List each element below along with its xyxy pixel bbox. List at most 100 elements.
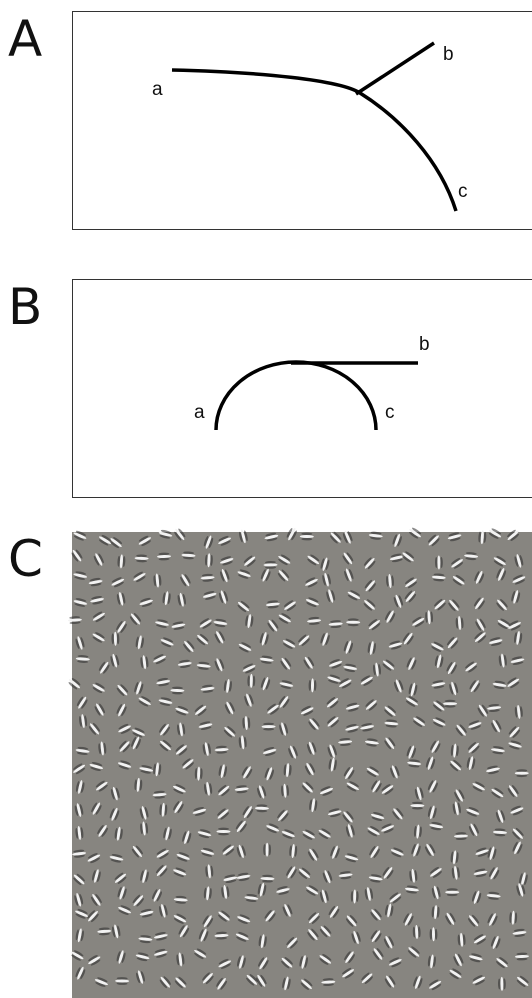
gabor-element bbox=[79, 714, 88, 729]
gabor-element bbox=[260, 874, 275, 883]
gabor-element bbox=[368, 874, 383, 883]
gabor-element bbox=[432, 717, 446, 728]
gabor-element bbox=[194, 704, 207, 716]
gabor-element bbox=[429, 866, 442, 878]
gabor-element bbox=[449, 759, 462, 772]
gabor-element bbox=[138, 535, 152, 547]
gabor-element bbox=[202, 972, 214, 985]
gabor-element bbox=[90, 595, 104, 605]
gabor-element bbox=[404, 590, 417, 603]
gabor-element bbox=[430, 740, 441, 753]
gabor-element bbox=[263, 842, 272, 857]
gabor-element bbox=[131, 736, 141, 750]
gabor-element bbox=[192, 806, 207, 816]
gabor-element bbox=[264, 532, 279, 542]
gabor-element bbox=[163, 826, 172, 841]
gabor-element bbox=[245, 614, 254, 629]
gabor-element bbox=[512, 574, 526, 585]
gabor-element bbox=[365, 699, 378, 711]
gabor-element bbox=[326, 589, 336, 603]
gabor-element bbox=[73, 571, 88, 580]
gabor-element bbox=[308, 912, 320, 924]
gabor-element bbox=[343, 767, 355, 780]
gabor-element bbox=[392, 533, 402, 547]
gabor-element bbox=[87, 853, 101, 864]
gabor-element bbox=[203, 886, 212, 901]
gabor-element bbox=[214, 931, 229, 940]
gabor-element bbox=[181, 551, 196, 560]
gabor-element bbox=[386, 574, 394, 588]
gabor-element bbox=[118, 740, 131, 753]
label-b: b bbox=[443, 44, 454, 65]
gabor-element bbox=[109, 807, 120, 821]
gabor-element bbox=[492, 680, 507, 690]
gabor-element bbox=[407, 759, 422, 768]
gabor-element bbox=[302, 829, 315, 840]
gabor-element bbox=[366, 766, 379, 777]
gabor-element bbox=[109, 854, 124, 863]
gabor-element bbox=[321, 978, 336, 987]
gabor-element bbox=[157, 552, 171, 561]
gabor-element bbox=[159, 976, 171, 989]
gabor-element bbox=[370, 908, 382, 921]
gabor-element bbox=[406, 745, 416, 759]
gabor-element bbox=[75, 966, 86, 980]
gabor-element bbox=[198, 928, 209, 942]
gabor-element bbox=[515, 952, 529, 961]
gabor-element bbox=[194, 948, 207, 960]
gabor-element bbox=[286, 527, 297, 541]
gabor-element bbox=[134, 554, 149, 563]
gabor-element bbox=[255, 974, 267, 987]
gabor-element bbox=[384, 610, 396, 623]
gabor-element bbox=[224, 701, 235, 715]
label-c: c bbox=[385, 402, 395, 423]
gabor-element bbox=[278, 695, 290, 708]
gabor-element bbox=[409, 868, 418, 883]
gabor-element bbox=[329, 659, 343, 669]
gabor-element bbox=[171, 621, 186, 630]
gabor-element bbox=[474, 570, 485, 584]
gabor-element bbox=[493, 555, 506, 567]
gabor-element bbox=[413, 824, 422, 839]
gabor-element bbox=[350, 889, 359, 904]
branch-b bbox=[355, 41, 435, 96]
gabor-element bbox=[384, 705, 397, 717]
gabor-element bbox=[491, 787, 504, 799]
gabor-element bbox=[347, 590, 361, 601]
gabor-element bbox=[218, 590, 229, 604]
gabor-element bbox=[519, 872, 528, 886]
arc-a-c bbox=[214, 360, 378, 431]
gabor-element bbox=[265, 600, 280, 609]
gabor-element bbox=[346, 781, 359, 792]
gabor-element bbox=[138, 935, 153, 944]
gabor-element bbox=[487, 913, 498, 926]
gabor-element bbox=[495, 957, 509, 969]
gabor-element bbox=[72, 849, 87, 858]
gabor-element bbox=[342, 967, 355, 979]
gabor-element bbox=[512, 827, 524, 840]
gabor-element bbox=[200, 684, 215, 693]
gabor-element bbox=[138, 696, 151, 707]
gabor-element bbox=[508, 726, 521, 739]
gabor-element bbox=[174, 528, 186, 541]
gabor-element bbox=[372, 947, 384, 961]
gabor-element bbox=[223, 874, 238, 884]
gabor-element bbox=[203, 535, 214, 549]
gabor-element bbox=[254, 804, 269, 813]
gabor-element bbox=[236, 872, 251, 882]
gabor-element bbox=[258, 934, 267, 949]
gabor-element bbox=[450, 743, 459, 758]
gabor-element bbox=[158, 723, 171, 736]
gabor-element bbox=[363, 557, 376, 570]
gabor-element bbox=[516, 883, 526, 897]
gabor-element bbox=[177, 722, 186, 737]
gabor-element bbox=[309, 798, 318, 813]
gabor-element bbox=[507, 677, 520, 689]
gabor-element bbox=[328, 905, 340, 918]
gabor-element bbox=[360, 675, 373, 686]
gabor-element bbox=[257, 882, 267, 897]
gabor-element bbox=[221, 885, 230, 899]
gabor-element bbox=[135, 635, 144, 650]
gabor-element bbox=[177, 592, 187, 607]
gabor-element bbox=[498, 653, 507, 668]
